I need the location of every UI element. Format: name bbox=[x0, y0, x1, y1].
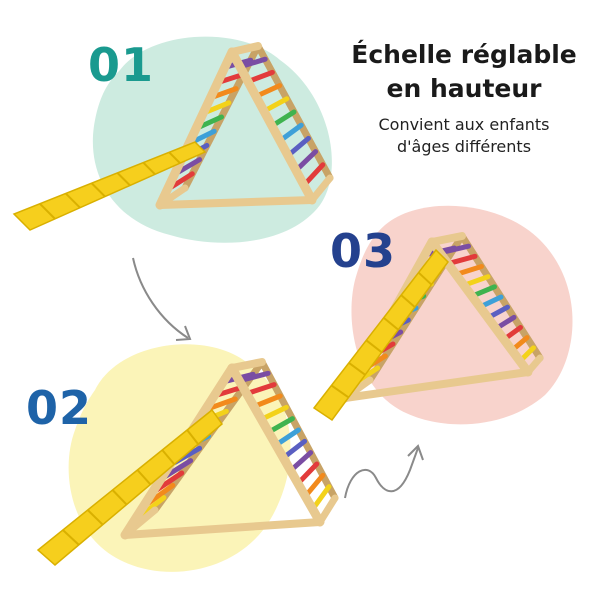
ramp-slat bbox=[168, 151, 181, 164]
ramp-slat bbox=[365, 339, 383, 354]
rung bbox=[251, 393, 283, 409]
top-rail bbox=[228, 42, 262, 56]
base-rail bbox=[341, 368, 532, 402]
front-rail bbox=[427, 237, 533, 377]
ramp-slat bbox=[383, 316, 399, 331]
front-rail bbox=[155, 47, 237, 210]
ramp-slat bbox=[111, 489, 128, 506]
ramp-slat bbox=[87, 509, 104, 526]
climbing-triangle-3 bbox=[312, 232, 544, 422]
ramp-slat bbox=[186, 429, 199, 445]
ramp-slat bbox=[116, 172, 131, 187]
front-rail bbox=[227, 47, 317, 205]
ramp-slat bbox=[136, 469, 152, 486]
base-rail bbox=[156, 196, 316, 209]
subline: Convient aux enfants d'âges différents bbox=[340, 114, 588, 158]
subline-line-2: d'âges différents bbox=[396, 137, 532, 156]
rung bbox=[258, 404, 289, 422]
yellow-ramp bbox=[312, 248, 449, 422]
ramp-slat bbox=[90, 182, 106, 198]
ramp-slat bbox=[39, 203, 56, 220]
yellow-ramp bbox=[36, 408, 224, 566]
headline: Échelle réglable en hauteur bbox=[330, 38, 598, 106]
arrow-1-to-2-head bbox=[175, 325, 192, 341]
ramp-slat bbox=[161, 449, 176, 465]
top-rail bbox=[228, 358, 266, 372]
step-number-01: 01 bbox=[88, 38, 155, 92]
yellow-ramp bbox=[12, 141, 207, 231]
subline-line-1: Convient aux enfants bbox=[378, 115, 550, 134]
rung bbox=[244, 382, 277, 397]
ramp-slat bbox=[417, 271, 433, 286]
arrow-2-to-3-head bbox=[407, 444, 424, 461]
ramp-slat bbox=[142, 161, 156, 175]
front-rail bbox=[227, 363, 325, 527]
rung bbox=[266, 416, 295, 435]
base-rail bbox=[121, 518, 324, 539]
headline-line-1: Échelle réglable bbox=[351, 40, 577, 69]
ramp-slat bbox=[62, 529, 80, 546]
step-number-03: 03 bbox=[330, 224, 397, 278]
ramp-slat bbox=[65, 192, 81, 209]
climbing-triangle-2 bbox=[36, 358, 339, 566]
climbing-triangle-1 bbox=[12, 42, 334, 231]
arrow-2-to-3 bbox=[344, 447, 419, 499]
ramp-slat bbox=[330, 384, 350, 399]
step-number-02: 02 bbox=[26, 381, 93, 435]
top-rail bbox=[428, 232, 466, 246]
ramp-slat bbox=[348, 362, 366, 376]
headline-line-2: en hauteur bbox=[386, 74, 542, 103]
ramp-slat bbox=[400, 294, 416, 308]
rung bbox=[236, 370, 271, 384]
arrow-1-to-2 bbox=[132, 257, 189, 339]
